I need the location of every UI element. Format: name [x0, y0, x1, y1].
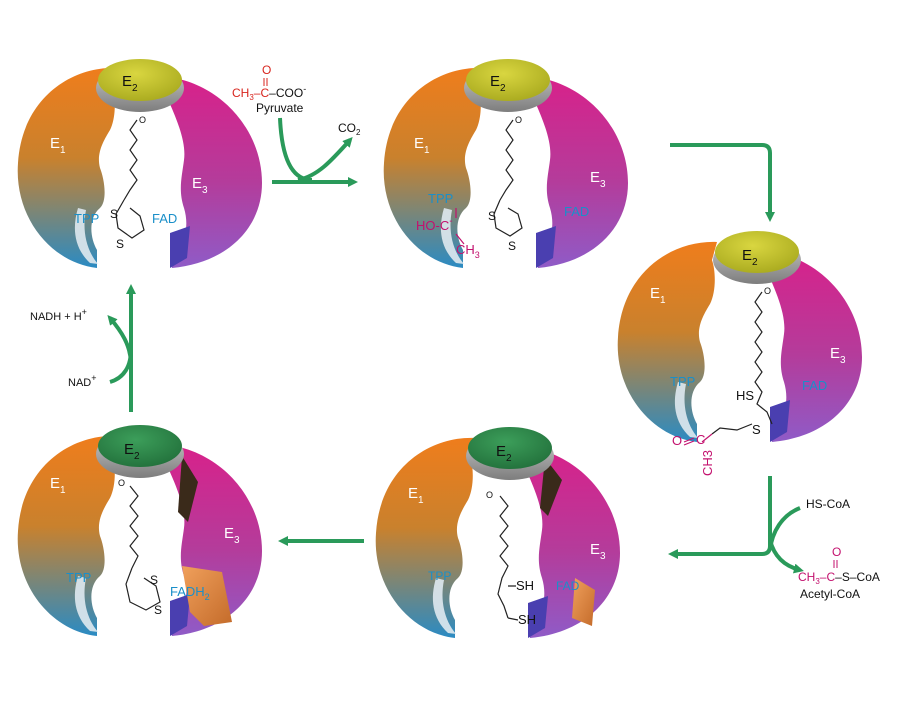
nad-label: NAD+ — [68, 373, 97, 389]
hydroxyethyl-tpp: HO-C- CH3 — [416, 208, 480, 260]
tpp-label: TPP — [74, 211, 99, 226]
e3-label: E3 — [590, 541, 606, 562]
e3-subunit — [157, 76, 262, 268]
e1-label: E1 — [650, 285, 666, 306]
e2-subunit — [464, 59, 552, 112]
lipoyl-oxygen: O — [486, 490, 493, 500]
lipoyl-arm: O SH SH — [486, 490, 536, 627]
hydroxyethyl-ch3: CH3 — [456, 242, 480, 260]
complex-3: E2 E1 E3 TPP FAD O HS S O C CH3 — [617, 231, 862, 476]
e3-dark-edge — [540, 458, 562, 516]
sulfur-2: S — [508, 239, 516, 253]
e1-subunit — [617, 241, 717, 442]
e3-dark-edge — [178, 456, 198, 522]
acetylcoa-oxygen: O — [832, 545, 841, 559]
pyruvate-oxygen: O — [262, 63, 271, 77]
e1-label: E1 — [414, 135, 430, 156]
complex-2: E2 E1 E3 TPP FAD HO-C- CH3 O S S — [383, 59, 628, 268]
e2-subunit — [713, 231, 801, 284]
nadh-label: NADH + H+ — [30, 307, 87, 323]
fadh2-wedge — [182, 566, 232, 626]
fad-label: FAD — [556, 579, 580, 593]
lipoyl-arm: O S S — [110, 115, 146, 251]
acetylcoa-formula: CH3–C–S–CoA — [798, 570, 880, 586]
fadh2-label: FADH2 — [170, 584, 210, 602]
e2-label: E2 — [742, 247, 758, 268]
lipoyl-arm: O S S — [488, 115, 523, 253]
hscoa-label: HS-CoA — [806, 497, 850, 511]
acetylcoa-name: Acetyl-CoA — [800, 587, 860, 601]
acetyl-oxygen: O — [672, 433, 682, 448]
co2-label: CO2 — [338, 121, 361, 137]
sh-group-1: SH — [516, 578, 534, 593]
pyruvate: O CH3–C–COO- Pyruvate — [232, 63, 306, 115]
e2-subunit — [96, 425, 184, 478]
arrow-nad-in — [109, 349, 133, 384]
e3-label: E3 — [192, 175, 208, 196]
e3-label: E3 — [224, 525, 240, 546]
e1-label: E1 — [50, 135, 66, 156]
lipoyl-oxygen: O — [118, 478, 125, 488]
arrow-nadh-out — [107, 314, 133, 363]
arrow-hscoa-in — [768, 506, 801, 551]
acetyl-group: O C CH3 — [672, 432, 715, 476]
pyruvate-name: Pyruvate — [256, 101, 304, 115]
hs-group: HS — [736, 388, 754, 403]
fadh-wedge — [572, 578, 595, 626]
lipoyl-oxygen: O — [515, 115, 522, 125]
pyruvate-formula: CH3–C–COO- — [232, 84, 306, 102]
sh-group-2: SH — [518, 612, 536, 627]
fad-label: FAD — [564, 204, 589, 219]
lipoyl-oxygen: O — [139, 115, 146, 125]
complex-1: E2 E1 E3 TPP FAD O S S — [17, 59, 262, 268]
e1-subunit — [375, 437, 475, 638]
sulfur-2: S — [154, 603, 162, 617]
tpp-label: TPP — [670, 374, 695, 389]
sulfur-2: S — [116, 237, 124, 251]
sulfur-1: S — [110, 207, 118, 221]
e1-label: E1 — [50, 475, 66, 496]
sulfur-thioester: S — [752, 422, 761, 437]
acetyl-carbon: C — [696, 432, 705, 447]
lipoyl-arm: O HS S — [711, 286, 773, 437]
arrow-step3 — [668, 476, 772, 559]
lipoyl-oxygen: O — [764, 286, 771, 296]
fad-label: FAD — [152, 211, 177, 226]
arrow-acetylcoa-out — [768, 539, 804, 574]
e3-label: E3 — [830, 345, 846, 366]
e1-label: E1 — [408, 485, 424, 506]
sulfur-1: S — [488, 209, 496, 223]
e3-label: E3 — [590, 169, 606, 190]
e2-label: E2 — [490, 73, 506, 94]
complex-5: E2 E1 E3 TPP FADH2 O S S — [17, 425, 262, 636]
e2-subunit — [96, 59, 184, 112]
complex-4: E2 E1 E3 TPP FAD O SH SH — [375, 427, 620, 638]
hydroxyethyl-ho: HO-C- — [416, 216, 453, 233]
lipoyl-arm: O S S — [118, 478, 162, 617]
arrow-pyruvate-in — [278, 117, 313, 182]
acetyl-ch3: CH3 — [700, 450, 715, 476]
e2-label: E2 — [124, 441, 140, 462]
e2-label: E2 — [122, 73, 138, 94]
sulfur-1: S — [150, 573, 158, 587]
arrow-co2-out — [297, 137, 353, 182]
e2-label: E2 — [496, 443, 512, 464]
tpp-label: TPP — [428, 569, 451, 583]
fad-label: FAD — [802, 378, 827, 393]
e2-subunit — [466, 427, 554, 480]
arrow-step2 — [670, 143, 775, 222]
tpp-label: TPP — [428, 191, 453, 206]
acetyl-coa: O CH3–C–S–CoA Acetyl-CoA — [798, 545, 880, 601]
tpp-label: TPP — [66, 570, 91, 585]
